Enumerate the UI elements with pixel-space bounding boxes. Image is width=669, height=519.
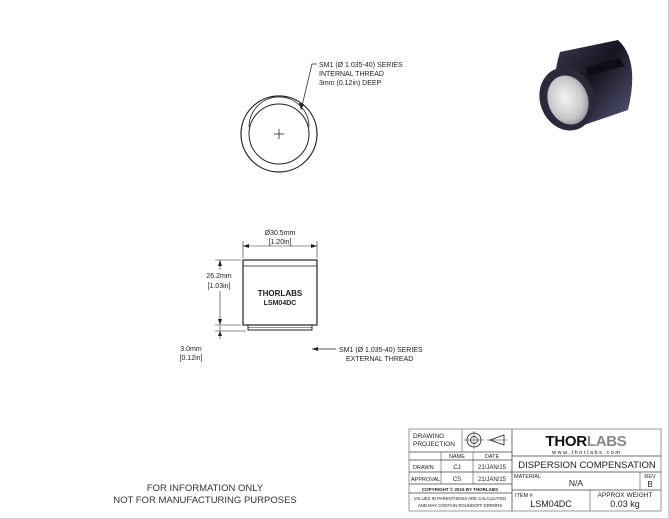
approval-name: CS — [453, 477, 461, 483]
isometric-render — [539, 40, 633, 131]
item-label: ITEM # — [515, 493, 534, 499]
side-callout-line2: EXTERNAL THREAD — [346, 356, 413, 363]
leader-arrow — [299, 103, 304, 110]
engraving-brand: THORLABS — [258, 289, 303, 298]
disclaimer-line2: AND MAY CONTAIN ROUNDOFF ERRORS — [418, 503, 503, 508]
website-text: w w w . t h o r l a b s . c o m — [551, 450, 620, 456]
render-lens — [547, 75, 589, 125]
projection-label-1: DRAWING — [413, 433, 444, 440]
side-callout-line1: SM1 (Ø 1.035-40) SERIES — [339, 347, 423, 354]
dim-thread-mm: 3.0mm — [180, 346, 202, 353]
description-text: DISPERSION COMPENSATION — [518, 460, 656, 471]
projection-label-2: PROJECTION — [413, 441, 455, 448]
dim-height-mm: 26.2mm — [206, 273, 231, 280]
item-value: LSM04DC — [530, 499, 572, 509]
thread-arc — [248, 96, 310, 128]
top-callout-line1: SM1 (Ø 1.035-40) SERIES — [319, 62, 403, 69]
col-date-header: DATE — [485, 454, 500, 460]
render-band — [585, 58, 624, 76]
height-dimension — [215, 259, 241, 326]
projection-symbol — [464, 431, 507, 449]
drawn-label: DRAWN — [413, 465, 434, 471]
dim-height-in: [1.03in] — [208, 283, 231, 290]
engraving-part: LSM04DC — [264, 300, 297, 307]
inner-ring — [248, 103, 310, 165]
rev-value: B — [647, 480, 652, 489]
col-name-header: NAME — [449, 454, 465, 460]
material-label: MATERIAL — [514, 474, 541, 480]
notice-line1: FOR INFORMATION ONLY — [146, 483, 264, 494]
dim-thread-in: [0.12in] — [180, 355, 203, 362]
side-leader-arrow — [312, 347, 318, 351]
weight-value: 0.03 kg — [610, 499, 640, 509]
copyright-text: COPYRIGHT © 2015 BY THORLABS — [422, 486, 498, 492]
side-view — [242, 259, 318, 331]
dim-diameter-mm: Ø30.5mm — [265, 230, 296, 237]
information-notice: FOR INFORMATION ONLY NOT FOR MANUFACTURI… — [90, 483, 320, 507]
approval-label: APPROVAL — [411, 477, 440, 483]
approval-date: 21/JAN/15 — [478, 477, 507, 483]
rev-label: REV — [644, 474, 656, 480]
weight-label: APPROX WEIGHT — [598, 492, 653, 499]
top-callout-line3: 3mm (0.12in) DEEP — [319, 80, 382, 87]
top-callout-line2: INTERNAL THREAD — [319, 71, 384, 78]
notice-line2: NOT FOR MANUFACTURING PURPOSES — [113, 495, 297, 506]
disclaimer-line1: VALUES IN PARENTHESIS ARE CALCULATED — [414, 496, 506, 501]
title-block — [408, 428, 662, 512]
drawn-date: 21/JAN/15 — [478, 465, 507, 471]
outer-ring — [240, 95, 318, 173]
thread-dimension — [215, 326, 246, 339]
diameter-dimension — [242, 241, 318, 258]
material-value: N/A — [569, 478, 584, 488]
thorlabs-logo: THORLABS — [546, 433, 627, 450]
drawn-name: CJ — [453, 465, 460, 471]
leader-line — [300, 63, 317, 111]
dim-diameter-in: [1.20in] — [269, 239, 292, 246]
top-view — [240, 63, 318, 173]
